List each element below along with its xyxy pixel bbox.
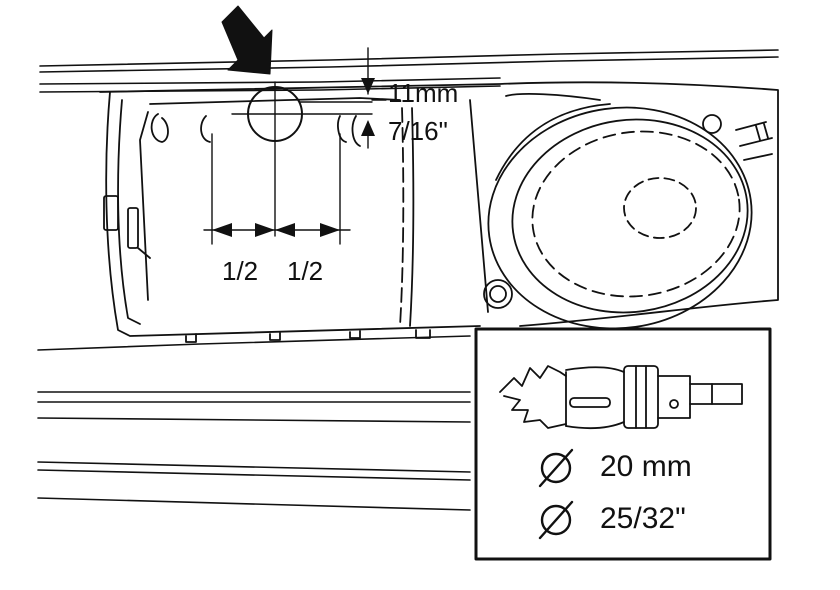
hole-diameter-inch: 25/32" <box>600 502 686 535</box>
pointer-arrow-icon <box>221 5 273 75</box>
hole-saw-icon <box>499 365 743 429</box>
hole-diameter-mm: 20 mm <box>600 450 692 483</box>
spacing-label-right: 1/2 <box>287 256 324 286</box>
dimension-label-7-16-inch: 7/16" <box>388 116 448 146</box>
horizontal-dimension <box>203 133 351 245</box>
drill-hole-marker <box>231 81 373 237</box>
lamp-reflector <box>483 93 773 330</box>
vertical-dimension <box>299 47 387 149</box>
headlight-housing <box>99 81 779 343</box>
body-panel-bottom <box>37 335 471 511</box>
tool-info-box <box>474 327 772 561</box>
spacing-label-left: 1/2 <box>222 256 259 286</box>
diameter-symbol-icon <box>538 448 574 540</box>
dimension-label-11mm: 11mm <box>388 78 459 108</box>
